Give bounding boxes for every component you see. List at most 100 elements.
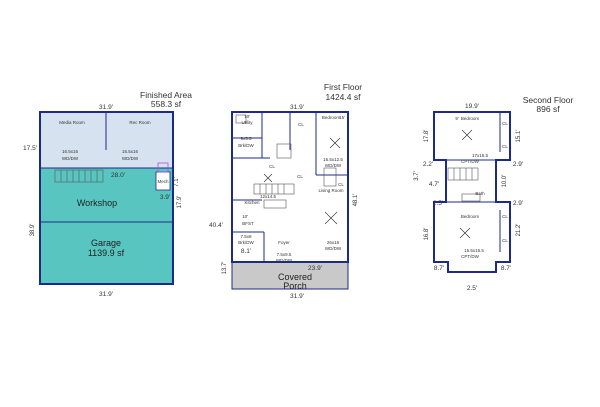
second-dim-bot-right: 8.7': [501, 265, 511, 272]
first-stairs: [253, 183, 295, 195]
second-dim-left-top: 17.8': [424, 130, 430, 143]
bfst-size: 10': [242, 214, 248, 219]
bathtub: [461, 193, 481, 202]
second-floor-title: Second Floor: [523, 95, 574, 105]
foyer-finish: WD/DW: [276, 258, 293, 263]
ceiling-fan-bedroom2-icon: [459, 227, 471, 239]
kitchen-island: [263, 199, 287, 209]
first-closet-3: CL: [297, 174, 303, 179]
utility-appliance: [235, 114, 247, 124]
bath2-finish: Brk/DW: [238, 240, 254, 245]
lower-dim-left-upper: 17.5': [23, 145, 37, 152]
lower-stairs: [54, 169, 104, 183]
utility-size: 10': [244, 114, 250, 119]
lower-dim-right-side: 17.9': [177, 196, 183, 209]
lower-dim-mech-width: 3.9': [160, 194, 170, 201]
first-dim-bottom: 31.9': [290, 293, 304, 300]
first-dim-left: 40.4': [209, 222, 223, 229]
lower-level-plan: Mech Media Room Rec Room 16.5x16 WD/DW 1…: [23, 104, 183, 298]
bfst-label: BFST: [242, 221, 254, 226]
covered-porch-label-2: Porch: [283, 281, 307, 291]
second-dim-bot-mid: 2.5': [467, 285, 477, 292]
first-floor-sf: 1424.4 sf: [326, 92, 362, 102]
ceiling-fan-kitchen-icon: [263, 173, 273, 183]
covered-porch-fill: [232, 262, 348, 289]
lower-dim-bottom: 31.9': [99, 291, 113, 298]
second-dim-right-top: 15.1': [516, 130, 522, 143]
bedroom1-size: 9': [455, 116, 459, 121]
bedroom2-finish: CPT/DW: [461, 254, 480, 259]
shower: [276, 143, 292, 159]
bedroom2-label: Bedroom: [461, 214, 480, 219]
media-room-finish: WD/DW: [62, 156, 79, 161]
ceiling-fan-bedroom-icon: [329, 137, 341, 149]
first-dim-right: 48.1': [353, 194, 359, 207]
living-room-label: Living Room: [318, 188, 343, 193]
media-room-size: 16.5x16: [62, 149, 79, 154]
mech-door: [157, 162, 169, 173]
living-room-size: 26x16: [327, 240, 340, 245]
bath2-size: 7.5x8: [240, 234, 252, 239]
ceiling-fan-living-icon: [324, 211, 338, 225]
second-stairs: [447, 167, 479, 181]
first-closet-1: CL: [298, 122, 304, 127]
second-dim-left-bot: 16.8': [424, 228, 430, 241]
bedroom-label: Bedroom: [322, 115, 341, 120]
second-dim-left-mid: 2.2': [423, 161, 433, 168]
bedroom1-dim: 17x16.5: [472, 153, 489, 158]
first-dim-porch-width: 23.9': [308, 265, 322, 272]
second-closet-3: CL: [502, 214, 508, 219]
second-floor-sf: 896 sf: [536, 104, 560, 114]
porch-outline: [231, 261, 349, 290]
second-dim-bath-h: 2.9': [513, 200, 523, 207]
second-dim-hall-left: 3.7': [414, 171, 420, 181]
lower-dim-top: 31.9': [99, 104, 113, 111]
bedroom1-finish: CPT/DW: [461, 159, 480, 164]
finished-area-title: Finished Area: [140, 90, 192, 100]
dining-table: [323, 167, 337, 187]
second-dim-hall-width: 4.7': [429, 181, 439, 188]
bath-finish: Brk/DW: [238, 143, 254, 148]
mech-label: Mech: [157, 179, 169, 184]
first-dim-top: 31.9': [290, 104, 304, 111]
second-dim-right-mid: 2.9': [513, 161, 523, 168]
first-floor-title: First Floor: [324, 82, 362, 92]
media-room-label: Media Room: [59, 120, 85, 125]
lower-dim-mech-side: 7.1': [174, 177, 180, 187]
bedroom1-label: Bedroom: [461, 116, 480, 121]
second-dim-bot-left: 8.7': [434, 265, 444, 272]
garage-sf: 1139.9 sf: [88, 248, 125, 258]
second-dim-hall-right: 10.0': [502, 175, 508, 188]
second-closet-2: CL: [502, 144, 508, 149]
bedroom-finish: WD/DW: [325, 163, 342, 168]
second-dim-bath-w: 2.5': [433, 200, 443, 207]
first-closet-4: CL: [338, 182, 344, 187]
rec-room-finish: WD/DW: [122, 156, 139, 161]
lower-dim-left-lower: 38.9': [30, 224, 36, 237]
foyer-size: 7.5x9.5: [277, 252, 292, 257]
covered-porch-label: Covered: [278, 272, 312, 282]
second-dim-right-bot: 21.2': [516, 224, 522, 237]
bedroom2-dim: 15.5x16.5: [464, 248, 484, 253]
utility-label: Utility: [242, 120, 254, 125]
first-closet-2: CL: [269, 164, 275, 169]
second-closet-4: CL: [502, 238, 508, 243]
second-dim-top: 19.9': [465, 103, 479, 110]
bedroom-size: 16.5x12.5: [323, 157, 343, 162]
second-bath-label: Bath: [475, 191, 485, 196]
workshop-label: Workshop: [77, 198, 117, 208]
garage-label: Garage: [91, 238, 121, 248]
rec-room-label: Rec Room: [129, 120, 151, 125]
kitchen-size: 12x14.5: [260, 194, 277, 199]
lower-dim-stair-width: 28.0': [111, 172, 125, 179]
second-closet-1: CL: [502, 121, 508, 126]
rec-room-size: 16.5x16: [122, 149, 139, 154]
finished-area-sf: 558.3 sf: [151, 99, 182, 109]
living-room-finish: WD/DW: [325, 246, 342, 251]
second-floor-plan: 9' Bedroom 17x16.5 CPT/DW Bedroom 15.5x1…: [414, 103, 523, 292]
garage-fill: [40, 168, 173, 284]
bedroom-width: 15': [339, 115, 345, 120]
first-floor-plan: 10' Utility 9x5.5 Brk/DW CL CL CL CL Bed…: [209, 104, 359, 300]
first-dim-porch-depth: 13.7': [222, 262, 228, 275]
